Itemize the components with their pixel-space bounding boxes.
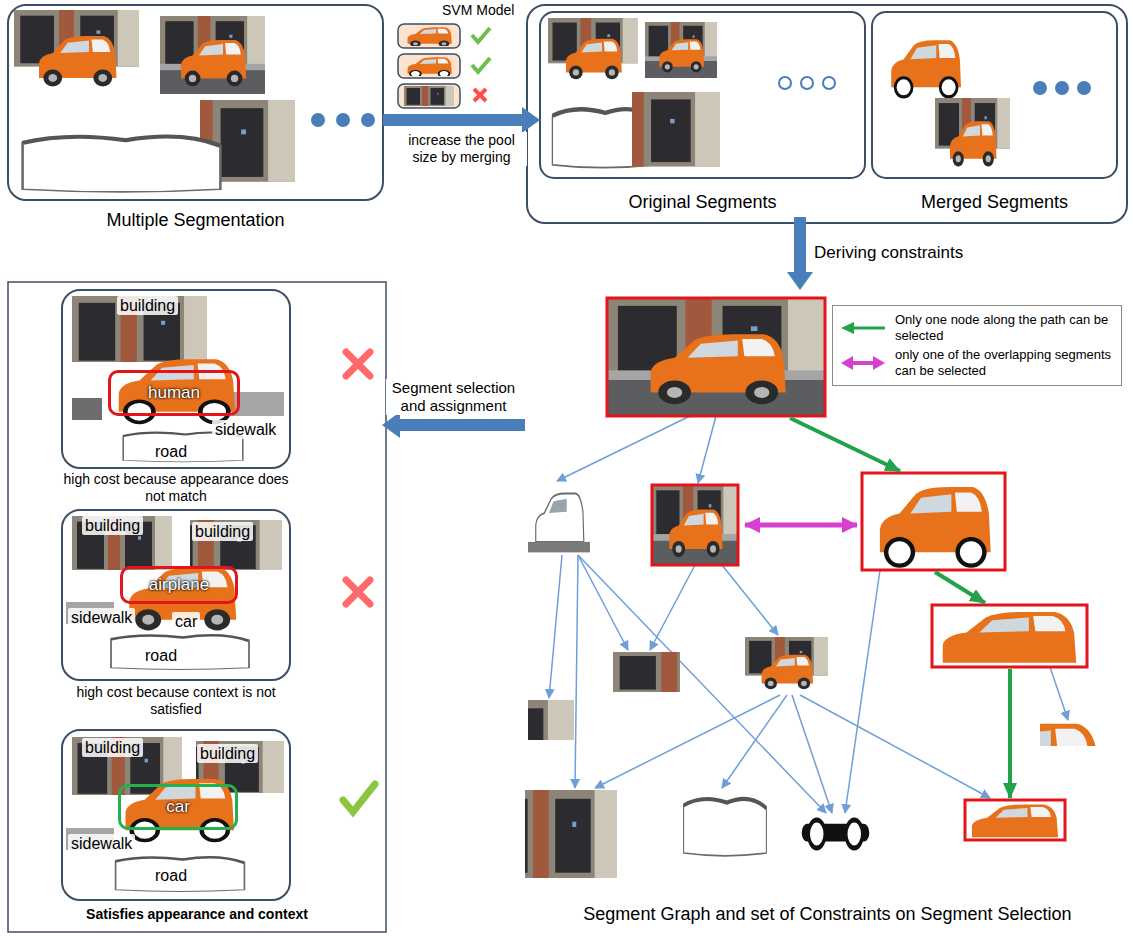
arrow-head — [787, 272, 813, 290]
panel-node: Segment Graph and set of Constraints on … — [525, 290, 1130, 930]
legend-row: Only one node along the path can be sele… — [839, 312, 1115, 345]
flow-arrow — [382, 412, 525, 438]
legend-text: only one of the overlapping segments can… — [895, 347, 1115, 380]
region-label: building — [82, 738, 143, 757]
legend-sample — [839, 354, 887, 372]
highlight-box: car — [118, 784, 238, 830]
legend-sample — [839, 319, 887, 337]
arrow-head — [522, 107, 540, 133]
panel-node: Merged Segments — [872, 12, 1117, 217]
edge-label: Segment selection and assignment — [386, 379, 522, 415]
arrow-shaft — [794, 217, 806, 272]
arrow-head — [382, 412, 400, 438]
caption-text: Merged Segments — [872, 192, 1117, 214]
panel-node: Multiple Segmentation — [8, 5, 383, 237]
region-label: road — [152, 866, 190, 885]
box-label: car — [166, 798, 190, 817]
arrow-shaft — [400, 419, 525, 431]
region-label: sidewalk — [212, 420, 279, 439]
region-label: road — [142, 646, 180, 665]
box-label: airplane — [149, 576, 210, 595]
arrow-shaft — [383, 114, 522, 126]
caption-text: Segment Graph and set of Constraints on … — [525, 904, 1130, 926]
edge-label: increase the pool size by merging — [397, 132, 527, 166]
legend-box: Only one node along the path can be sele… — [832, 305, 1122, 386]
highlight-box: human — [108, 370, 240, 416]
flow-arrow — [787, 217, 813, 290]
flow-arrow — [383, 107, 540, 133]
region-label: sidewalk — [68, 608, 135, 627]
region-label: building — [82, 516, 143, 535]
region-label: sidewalk — [68, 834, 135, 853]
caption-text: high cost because appearance does not ma… — [56, 471, 296, 505]
panel-node: Original Segments — [540, 12, 865, 217]
highlight-box: airplane — [120, 566, 238, 604]
region-label: building — [117, 296, 178, 315]
region-label: building — [192, 522, 253, 541]
region-label: road — [152, 442, 190, 461]
edge-label: Deriving constraints — [814, 243, 963, 263]
region-label: car — [172, 612, 200, 631]
panel-node: building sidewalk road high cost because ap… — [12, 288, 382, 508]
caption-text: high cost because context is not satisfi… — [56, 684, 296, 718]
model-label: SVM Model — [440, 2, 516, 19]
caption-text: Multiple Segmentation — [8, 210, 383, 232]
box-label: human — [148, 384, 200, 403]
caption-text: Satisfies appearance and context — [12, 906, 382, 923]
region-label: building — [197, 744, 258, 763]
legend-text: Only one node along the path can be sele… — [895, 312, 1115, 345]
caption-text: Original Segments — [540, 192, 865, 214]
legend-row: only one of the overlapping segments can… — [839, 347, 1115, 380]
panel-node: building building sidewalk car road high cost… — [12, 508, 382, 723]
panel-node: building building sidewalk roadSatisfies ap… — [12, 726, 382, 931]
